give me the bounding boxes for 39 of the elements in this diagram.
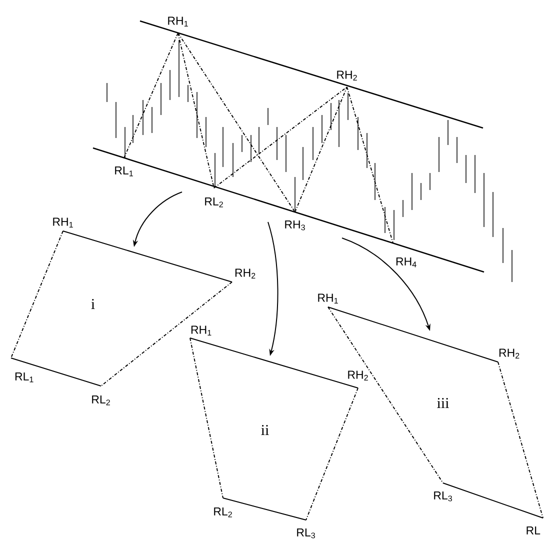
point-label: RH$_{1}$ bbox=[53, 218, 73, 228]
connecting-line bbox=[178, 32, 296, 212]
point-label: RL$_{2}$ bbox=[205, 198, 223, 208]
point-label: RH$_{3}$ bbox=[285, 220, 305, 230]
point-label: RL bbox=[526, 526, 540, 534]
point-label: RL$_{2}$ bbox=[92, 396, 110, 406]
connecting-line bbox=[294, 86, 348, 212]
point-label: RL$_{1}$ bbox=[115, 166, 133, 176]
point-label: RH$_{2}$ bbox=[348, 370, 368, 380]
connecting-line bbox=[222, 498, 306, 520]
connecting-line bbox=[214, 86, 348, 188]
polygon-label: i bbox=[91, 299, 95, 309]
point-label: RH$_{1}$ bbox=[191, 326, 212, 336]
polygon-label: ii bbox=[261, 425, 269, 435]
point-label: RH$_{2}$ bbox=[499, 348, 520, 358]
connecting-line bbox=[346, 86, 394, 244]
connecting-line bbox=[178, 32, 214, 188]
point-label: RH$_{4}$ bbox=[396, 258, 416, 268]
connecting-line bbox=[328, 306, 498, 362]
point-label: RL$_{1}$ bbox=[15, 372, 34, 382]
connecting-line bbox=[328, 306, 444, 484]
point-label: RH$_{1}$ bbox=[318, 294, 338, 304]
connecting-line bbox=[190, 338, 358, 388]
connecting-line bbox=[498, 362, 544, 518]
point-label: RL$_{2}$ bbox=[214, 508, 232, 518]
connecting-line bbox=[10, 358, 102, 386]
point-label: RL$_{3}$ bbox=[297, 528, 315, 538]
point-label: RL$_{3}$ bbox=[434, 492, 452, 502]
polygon-label: iii bbox=[437, 398, 449, 408]
connecting-line bbox=[124, 32, 178, 158]
connecting-line bbox=[10, 230, 64, 358]
connecting-line bbox=[190, 338, 224, 498]
connecting-line bbox=[62, 230, 232, 282]
point-label: RH$_{1}$ bbox=[168, 16, 188, 26]
point-label: RH$_{2}$ bbox=[337, 70, 357, 80]
connecting-line bbox=[100, 282, 232, 386]
point-label: RH$_{2}$ bbox=[235, 268, 256, 278]
connecting-line bbox=[306, 388, 358, 520]
connecting-line bbox=[442, 482, 544, 518]
